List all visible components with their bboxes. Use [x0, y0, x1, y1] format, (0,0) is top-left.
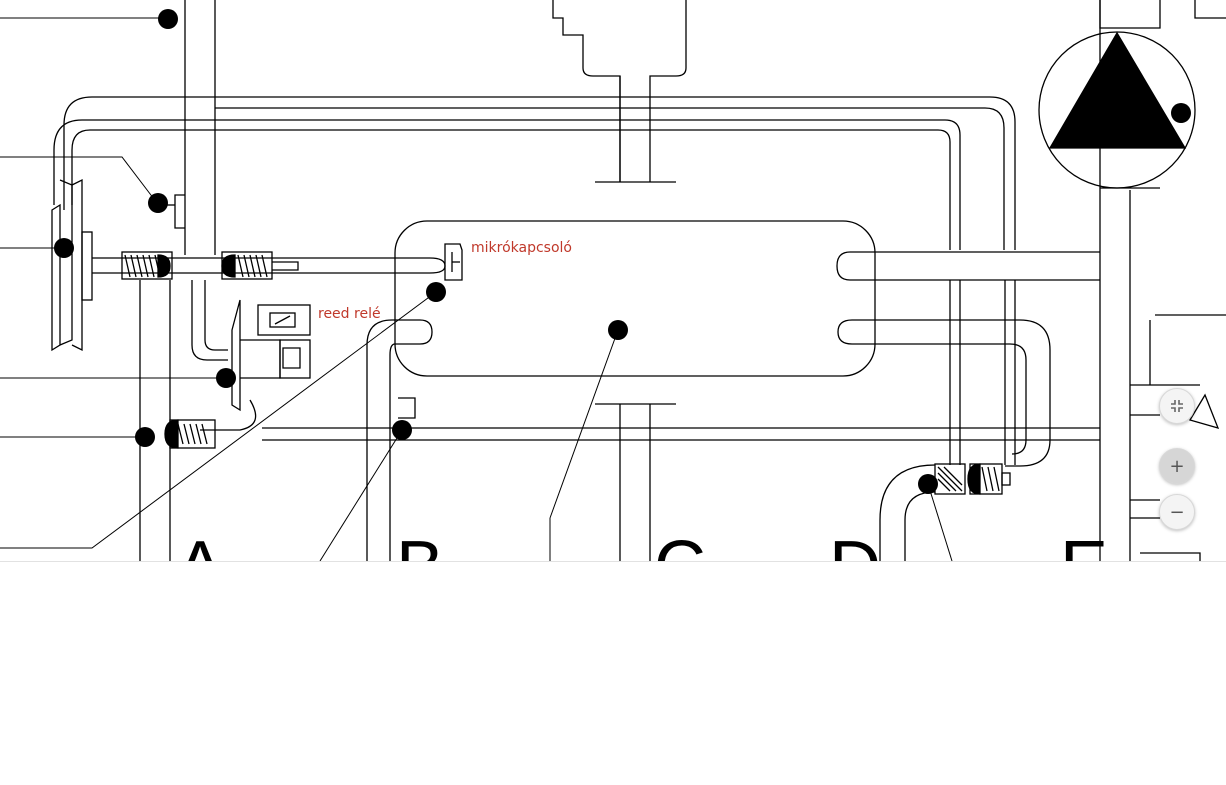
empty-area [0, 562, 1226, 785]
technical-drawing: mikrókapcsoló reed relé A B C D E [0, 0, 1226, 561]
collapse-icon [1171, 400, 1183, 412]
top-center-fitting [552, 0, 687, 183]
right-cartridges [934, 463, 1011, 495]
pipe-loop [53, 96, 1016, 250]
zoom-out-button[interactable]: − [1159, 494, 1195, 530]
valve-assembly [51, 178, 446, 352]
micro-switch-label: mikrókapcsoló [471, 240, 572, 256]
section-letter-e: E [1060, 527, 1108, 561]
zoom-in-button[interactable]: + [1159, 448, 1195, 484]
section-letters: A B C D E [176, 527, 1108, 561]
section-letter-c: C [654, 527, 706, 561]
section-letter-a: A [176, 527, 224, 561]
reed-relay [200, 299, 311, 431]
lower-cartridge [164, 419, 216, 449]
left-vertical-pipe [165, 0, 216, 255]
callout-dots [54, 9, 1191, 494]
section-letter-d: D [829, 527, 881, 561]
tank [394, 220, 876, 561]
diagram-viewer[interactable]: mikrókapcsoló reed relé A B C D E + − [0, 0, 1226, 562]
fit-view-button[interactable] [1159, 388, 1195, 424]
section-letter-b: B [396, 527, 444, 561]
pump [1038, 0, 1226, 189]
microswitch [444, 243, 463, 281]
right-side-boxes [1130, 314, 1226, 561]
right-pipes [836, 251, 1100, 467]
reed-relay-label: reed relé [318, 306, 381, 322]
leader-lines [0, 17, 953, 561]
